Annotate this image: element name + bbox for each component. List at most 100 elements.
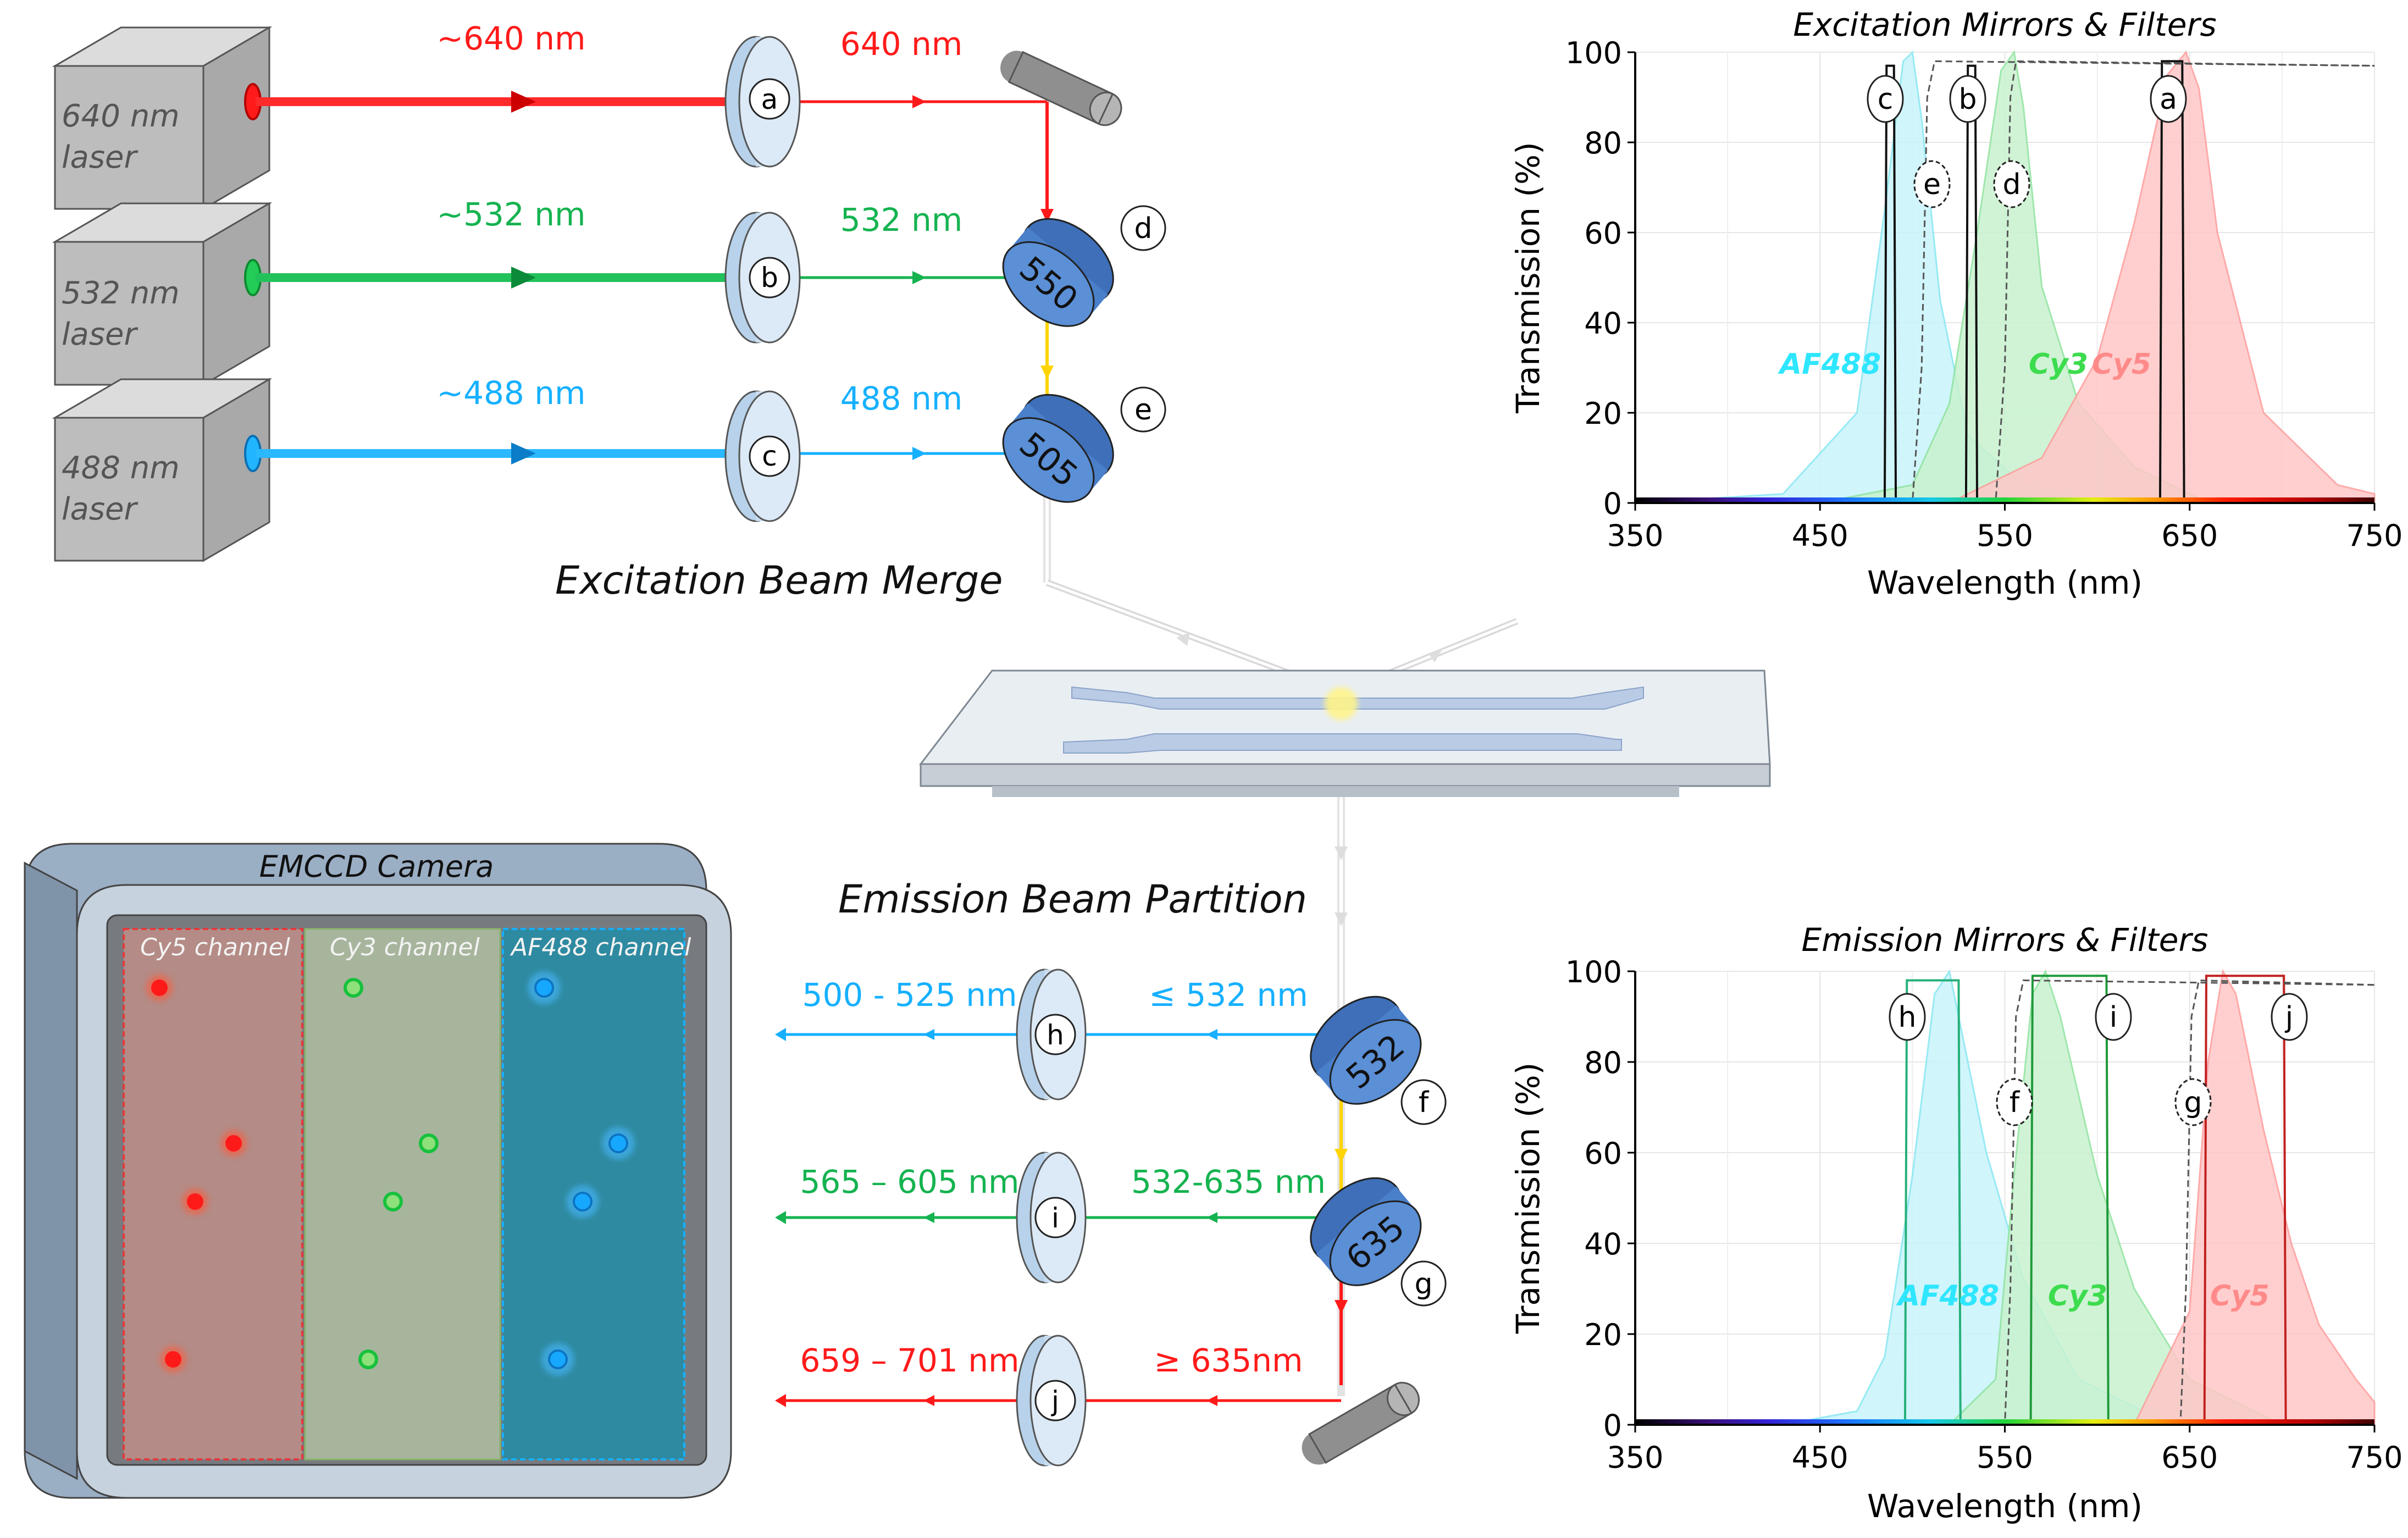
emission-title: Emission Beam Partition <box>838 877 1307 922</box>
filter-marker-label-a: a <box>2160 83 2177 116</box>
dichroic-550: 550 <box>1002 218 1114 327</box>
y-tick-label: 20 <box>1584 1318 1622 1352</box>
filter-lens-i: i <box>1016 1152 1087 1283</box>
chart-title: Emission Mirrors & Filters <box>1801 921 2208 959</box>
dye-label-cy5: Cy5 <box>2210 1280 2269 1313</box>
laser-532: 532 nm laser <box>52 202 273 386</box>
filter-marker-label-b: b <box>1958 83 1977 116</box>
dichroic-letter-g: g <box>1414 1268 1432 1301</box>
emission-in-label-green: 532-635 nm <box>1131 1163 1326 1200</box>
camera-title: EMCCD Camera <box>259 849 494 884</box>
laser-532-sublabel: laser <box>62 317 139 352</box>
emccd-camera: EMCCD Camera Cy5 channel Cy3 channel AF4… <box>24 843 732 1499</box>
y-axis-label: Transmission (%) <box>1509 1063 1547 1334</box>
filter-lens-h: h <box>1016 969 1087 1100</box>
y-tick-label: 80 <box>1584 126 1622 161</box>
filter-marker-label-h: h <box>1898 1001 1917 1034</box>
dye-label-af488: AF488 <box>1778 348 1881 381</box>
filtered-label-488: 488 nm <box>840 380 962 417</box>
filter-marker-label-i: i <box>2110 1001 2117 1034</box>
camera-channel-cy3: Cy3 channel <box>330 933 480 961</box>
excitation-title: Excitation Beam Merge <box>555 558 1003 603</box>
filter-lens-a: a <box>724 36 801 168</box>
emission-out-label-red: 659 – 701 nm <box>800 1342 1020 1379</box>
filter-lens-c: c <box>724 390 801 522</box>
y-tick-label: 100 <box>1565 36 1622 70</box>
x-tick-label: 650 <box>2161 518 2218 553</box>
y-tick-label: 60 <box>1584 1136 1622 1171</box>
excitation-mirror <box>1000 51 1122 126</box>
y-tick-label: 100 <box>1565 955 1622 989</box>
x-tick-label: 350 <box>1607 1440 1663 1475</box>
y-tick-label: 40 <box>1584 1227 1622 1262</box>
emission-out-label-blue: 500 - 525 nm <box>802 976 1017 1014</box>
filter-marker-d <box>1993 160 2030 208</box>
filter-marker-a <box>2150 75 2187 123</box>
x-tick-label: 650 <box>2161 1440 2218 1475</box>
filter-marker-i <box>2095 993 2132 1041</box>
filter-marker-c <box>1867 75 1904 123</box>
x-tick-label: 550 <box>1977 1440 2033 1475</box>
filter-letter-c: c <box>762 440 777 472</box>
x-tick-label: 750 <box>2346 518 2403 553</box>
x-tick-label: 450 <box>1792 1440 1848 1475</box>
filter-marker-j <box>2271 993 2308 1041</box>
filter-marker-label-f: f <box>2010 1086 2020 1119</box>
filter-marker-label-d: d <box>2002 168 2020 201</box>
camera-channel-af488: AF488 channel <box>510 933 691 961</box>
dichroic-505: 505 <box>1002 394 1114 503</box>
emission-in-label-blue: ≤ 532 nm <box>1149 976 1308 1014</box>
dye-label-cy3: Cy3 <box>2048 1280 2107 1313</box>
filtered-label-532: 532 nm <box>840 201 962 239</box>
emission-out-label-green: 565 – 605 nm <box>800 1163 1020 1200</box>
laser-640-sublabel: laser <box>62 140 139 175</box>
x-axis-label: Wavelength (nm) <box>1867 564 2143 601</box>
x-tick-label: 550 <box>1977 518 2033 553</box>
dichroic-635: 635 <box>1310 1177 1422 1286</box>
laser-488-sublabel: laser <box>62 491 139 527</box>
filter-lens-b: b <box>724 212 801 344</box>
dye-label-cy3: Cy3 <box>2029 348 2088 381</box>
x-tick-label: 350 <box>1607 518 1663 553</box>
x-tick-label: 750 <box>2346 1440 2403 1475</box>
x-axis-label: Wavelength (nm) <box>1867 1487 2143 1525</box>
dichroic-532: 532 <box>1310 995 1422 1105</box>
laser-640: 640 nm laser <box>52 26 273 211</box>
dichroic-letter-e: e <box>1134 394 1152 427</box>
y-tick-label: 80 <box>1584 1045 1622 1080</box>
emission-section: Emission Beam Partition 500 - 525 nm ≤ 5… <box>775 877 1447 1467</box>
filter-letter-b: b <box>761 262 778 294</box>
y-tick-label: 0 <box>1603 1408 1622 1443</box>
y-tick-label: 0 <box>1603 486 1622 521</box>
y-tick-label: 40 <box>1584 306 1622 341</box>
y-tick-label: 20 <box>1584 396 1622 431</box>
filter-marker-g <box>2174 1078 2212 1126</box>
filter-marker-h <box>1889 993 1926 1041</box>
laser-488: 488 nm laser <box>52 378 273 562</box>
filter-lens-j: j <box>1016 1335 1087 1467</box>
excitation-section: 640 nm laser 532 nm laser 488 nm laser <box>52 20 1166 603</box>
filter-marker-label-j: j <box>2285 1001 2293 1034</box>
filter-marker-f <box>1996 1078 2033 1126</box>
filtered-label-640: 640 nm <box>840 25 962 63</box>
laser-640-label: 640 nm <box>62 98 180 134</box>
filter-marker-label-c: c <box>1878 83 1894 116</box>
filter-marker-b <box>1949 75 1986 123</box>
laser-532-label: 532 nm <box>62 275 180 311</box>
camera-spots <box>146 971 635 1376</box>
y-tick-label: 60 <box>1584 216 1622 251</box>
dichroic-letter-f: f <box>1419 1086 1430 1119</box>
excitation-beams <box>256 91 1054 583</box>
emission-spectra-chart: 0 20 40 60 80 100 350 450 550 650 750 Emission Mirr… <box>1509 921 2403 1525</box>
beam-label-532: ~532 nm <box>437 196 586 233</box>
y-axis-label: Transmission (%) <box>1509 142 1547 413</box>
filter-letter-a: a <box>761 84 778 115</box>
filter-marker-label-e: e <box>1923 168 1941 201</box>
filter-marker-e <box>1913 160 1951 208</box>
filter-letter-j: j <box>1051 1385 1059 1417</box>
dichroic-letter-d: d <box>1134 212 1152 245</box>
x-tick-label: 450 <box>1792 518 1848 553</box>
emission-mirror <box>1302 1381 1420 1465</box>
